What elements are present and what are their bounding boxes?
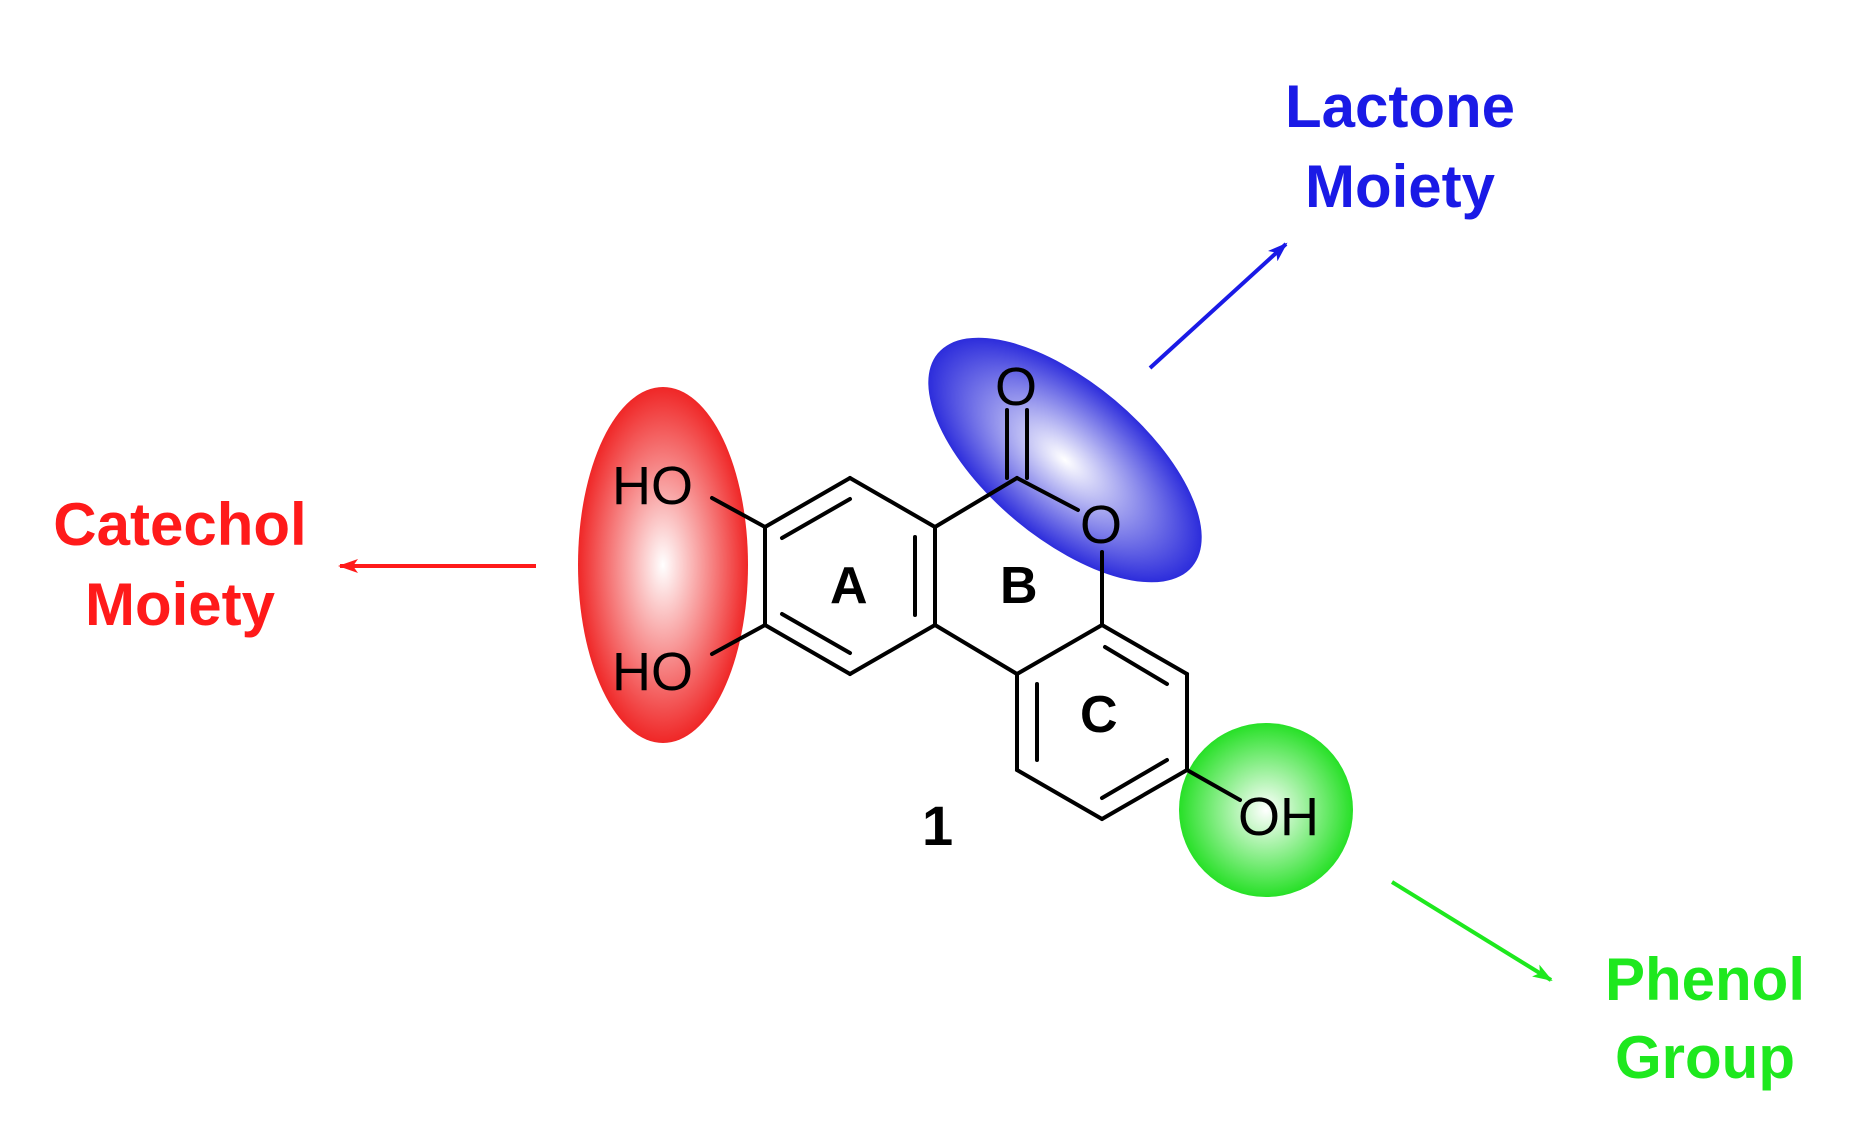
ring-c-label: C (1080, 686, 1118, 744)
ring-a-label: A (830, 557, 868, 615)
ring-oxygen-label: O (1080, 495, 1122, 555)
catechol-label-line1: Catechol (53, 491, 306, 558)
oh-right-label: OH (1238, 787, 1319, 847)
catechol-highlight (578, 387, 748, 743)
phenol-arrow (1390, 880, 1553, 982)
compound-number: 1 (922, 794, 953, 857)
ho-bottom-label: HO (612, 642, 693, 702)
phenol-label-line2: Group (1615, 1024, 1795, 1091)
lactone-label-line1: Lactone (1285, 73, 1515, 140)
carbonyl-oxygen-label: O (995, 357, 1037, 417)
lactone-label-line2: Moiety (1305, 153, 1496, 220)
bonds (710, 408, 1242, 821)
phenol-label-line1: Phenol (1605, 946, 1805, 1013)
phenol-highlight (1179, 723, 1353, 897)
ring-b-label: B (1000, 557, 1038, 615)
lactone-arrow (1148, 242, 1288, 370)
ho-top-label: HO (612, 456, 693, 516)
lactone-highlight (928, 337, 1202, 583)
catechol-label-line2: Moiety (85, 571, 276, 638)
